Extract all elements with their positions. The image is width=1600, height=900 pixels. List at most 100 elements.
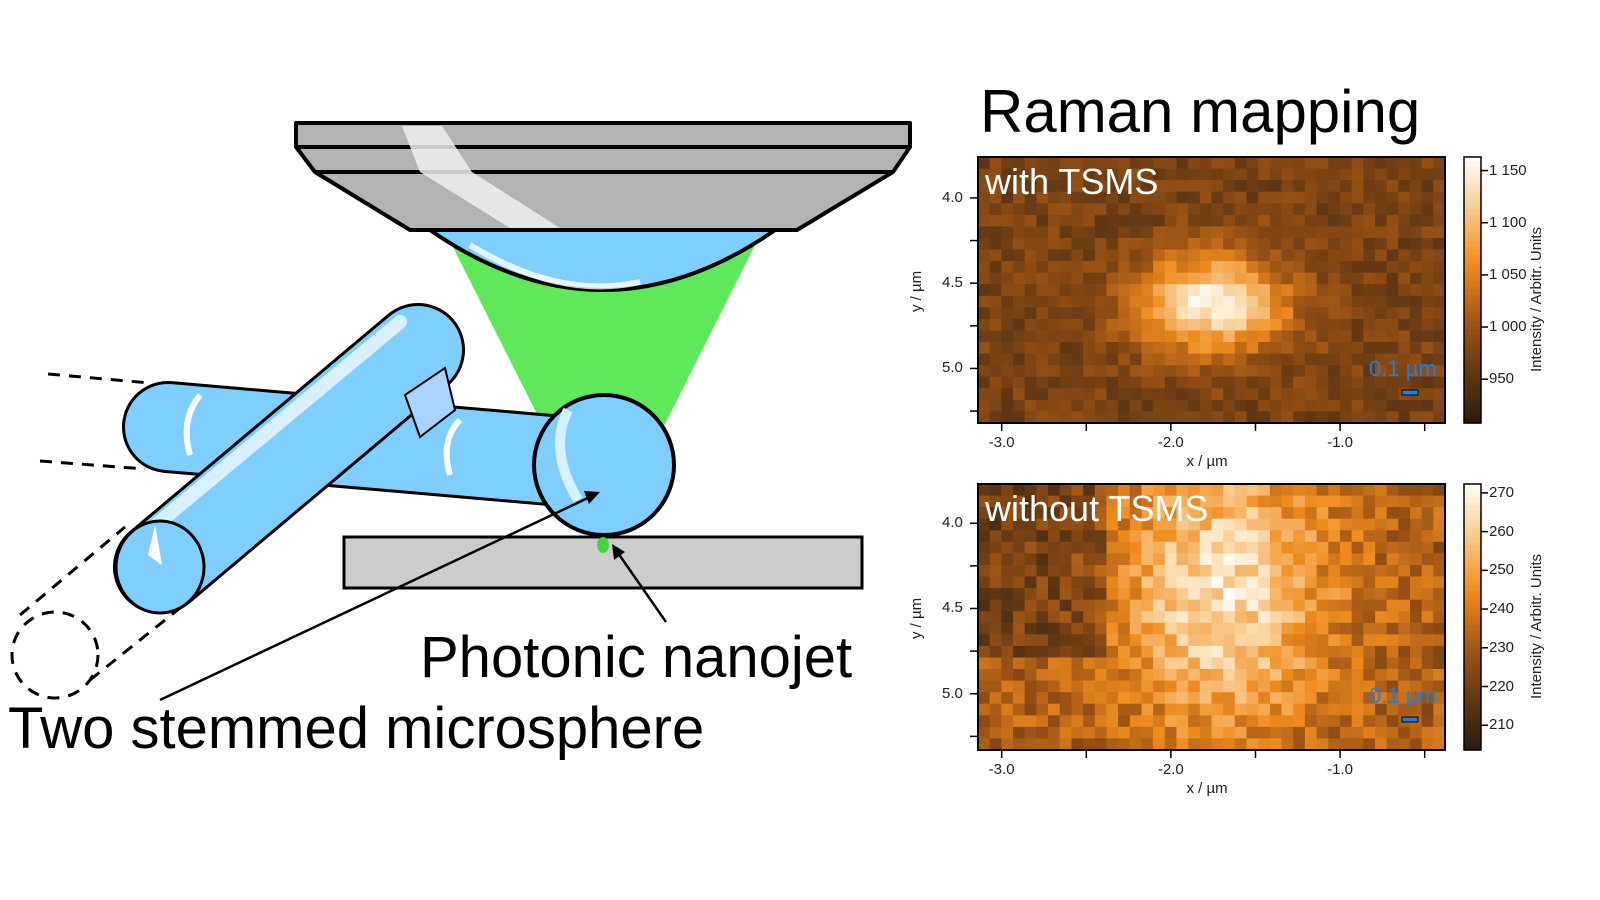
heatmap-cell xyxy=(1036,703,1049,716)
heatmap-cell xyxy=(1293,576,1306,589)
heatmap-cell xyxy=(1258,634,1271,647)
heatmap-cell xyxy=(1293,657,1306,670)
heatmap-cell xyxy=(1234,692,1248,705)
colorbar-segment xyxy=(1464,201,1481,207)
heatmap-cell xyxy=(1293,645,1306,659)
colorbar-segment xyxy=(1464,719,1481,724)
heatmap-cell xyxy=(1234,365,1248,378)
heatmap-cell xyxy=(1059,645,1072,659)
heatmap-cell xyxy=(1269,342,1283,355)
heatmap-cell xyxy=(1223,541,1236,554)
colorbar-segment xyxy=(1464,612,1481,618)
colorbar-segment xyxy=(1464,334,1481,340)
heatmap-cell xyxy=(1048,307,1061,320)
colorbar-segment xyxy=(1464,594,1481,600)
heatmap-cell xyxy=(1363,157,1376,170)
heatmap-cell xyxy=(1363,692,1376,705)
heatmap-cell xyxy=(1293,634,1306,647)
heatmap-cell xyxy=(1234,541,1248,554)
heatmap-cell xyxy=(1328,484,1341,497)
heatmap-cell xyxy=(1106,168,1119,181)
heatmap-cell xyxy=(1118,388,1131,401)
heatmap-cell xyxy=(1211,611,1224,624)
heatmap-cell xyxy=(1164,484,1178,497)
heatmap-cell xyxy=(978,272,991,285)
heatmap-cell xyxy=(1118,692,1131,705)
heatmap-cell xyxy=(989,541,1002,554)
heatmap-cell xyxy=(1258,376,1271,389)
heatmap-cell xyxy=(1199,180,1213,193)
heatmap-cell xyxy=(1363,376,1376,389)
heatmap-cell xyxy=(1293,399,1306,413)
heatmap-cell xyxy=(1246,226,1259,239)
heatmap-cell xyxy=(1129,318,1143,332)
heatmap-cell xyxy=(1421,634,1434,647)
colorbar-segment xyxy=(1464,727,1481,733)
heatmap-cell xyxy=(1281,388,1294,401)
heatmap-cell xyxy=(1211,307,1224,320)
heatmap-cell xyxy=(1118,238,1131,251)
heatmap-cell xyxy=(989,634,1002,647)
heatmap-cell xyxy=(1001,484,1014,497)
heatmap-cell xyxy=(1410,238,1423,251)
colorbar-segment xyxy=(1464,245,1481,251)
heatmap-cell xyxy=(1188,703,1201,716)
heatmap-cell xyxy=(1363,261,1376,274)
heatmap-cell xyxy=(1141,726,1154,740)
heatmap-cell xyxy=(1141,318,1154,332)
colorbar-segment xyxy=(1464,492,1481,498)
heatmap-cell xyxy=(1083,330,1096,343)
heatmap-cell xyxy=(1304,261,1318,274)
heatmap-cell xyxy=(1211,669,1224,682)
heatmap-cell xyxy=(1316,599,1329,612)
heatmap-cell xyxy=(1176,318,1189,332)
heatmap-cell xyxy=(1421,295,1434,308)
colorbar-segment xyxy=(1464,599,1481,605)
heatmap-cell xyxy=(1281,261,1294,274)
heatmap-cell xyxy=(1351,703,1364,716)
heatmap-cell xyxy=(1363,365,1376,378)
heatmap-cell xyxy=(1048,353,1061,366)
heatmap-cell xyxy=(1059,657,1072,670)
heatmap-cell xyxy=(1433,261,1446,274)
heatmap-cell xyxy=(1421,272,1434,285)
heatmap-cell xyxy=(1118,565,1131,578)
heatmap-cell xyxy=(1269,330,1283,343)
heatmap-cell xyxy=(1001,634,1014,647)
heatmap-cell xyxy=(1223,272,1236,285)
heatmap-cell xyxy=(1246,295,1259,308)
heatmap-cell xyxy=(1363,565,1376,578)
heatmap-cell xyxy=(1164,238,1178,251)
heatmap-cell xyxy=(1153,399,1166,413)
heatmap-cell xyxy=(1433,157,1446,170)
heatmap-cell xyxy=(1223,249,1236,262)
heatmap-cell xyxy=(1281,541,1294,554)
heatmap-cell xyxy=(1164,715,1178,728)
colorbar-segment xyxy=(1464,241,1481,247)
colorbar-segment xyxy=(1464,352,1481,358)
heatmap-cell xyxy=(1001,726,1014,740)
heatmap-cell xyxy=(1071,565,1084,578)
heatmap-cell xyxy=(1094,645,1108,659)
heatmap-cell xyxy=(978,518,991,531)
heatmap-cell xyxy=(1410,191,1423,204)
colorbar-segment xyxy=(1464,298,1481,304)
heatmap-cell xyxy=(1258,330,1271,343)
heatmap-cell xyxy=(1304,634,1318,647)
colorbar-segment xyxy=(1464,679,1481,685)
heatmap-cell xyxy=(1328,376,1341,389)
heatmap-cell xyxy=(1410,203,1423,216)
heatmap-cell xyxy=(1339,411,1353,424)
heatmap-cell xyxy=(1024,295,1037,308)
heatmap-cell xyxy=(1410,307,1423,320)
heatmap-cell xyxy=(989,692,1002,705)
heatmap-cell xyxy=(1013,669,1026,682)
heatmap-cell xyxy=(1421,669,1434,682)
heatmap-cell xyxy=(1036,238,1049,251)
heatmap-cell xyxy=(1410,622,1423,635)
heatmap-cell xyxy=(978,342,991,355)
heatmap-cell xyxy=(1304,738,1318,751)
heatmap-cell xyxy=(1024,318,1037,332)
colorbar-segment xyxy=(1464,316,1481,322)
heatmap-cell xyxy=(1188,168,1201,181)
